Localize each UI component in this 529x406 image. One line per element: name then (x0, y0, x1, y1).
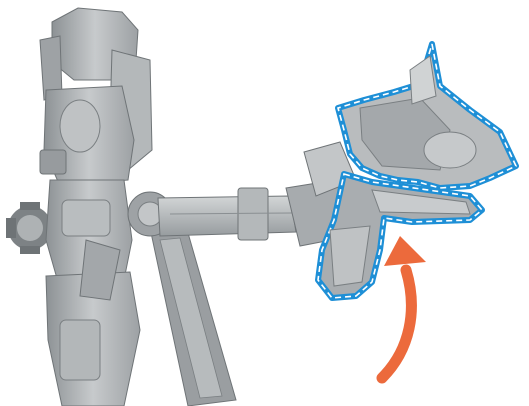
gear-part (6, 202, 52, 254)
robot-arm (128, 142, 356, 246)
rotate-direction-arrow-icon (382, 236, 426, 378)
highlighted-head-part (338, 44, 516, 188)
